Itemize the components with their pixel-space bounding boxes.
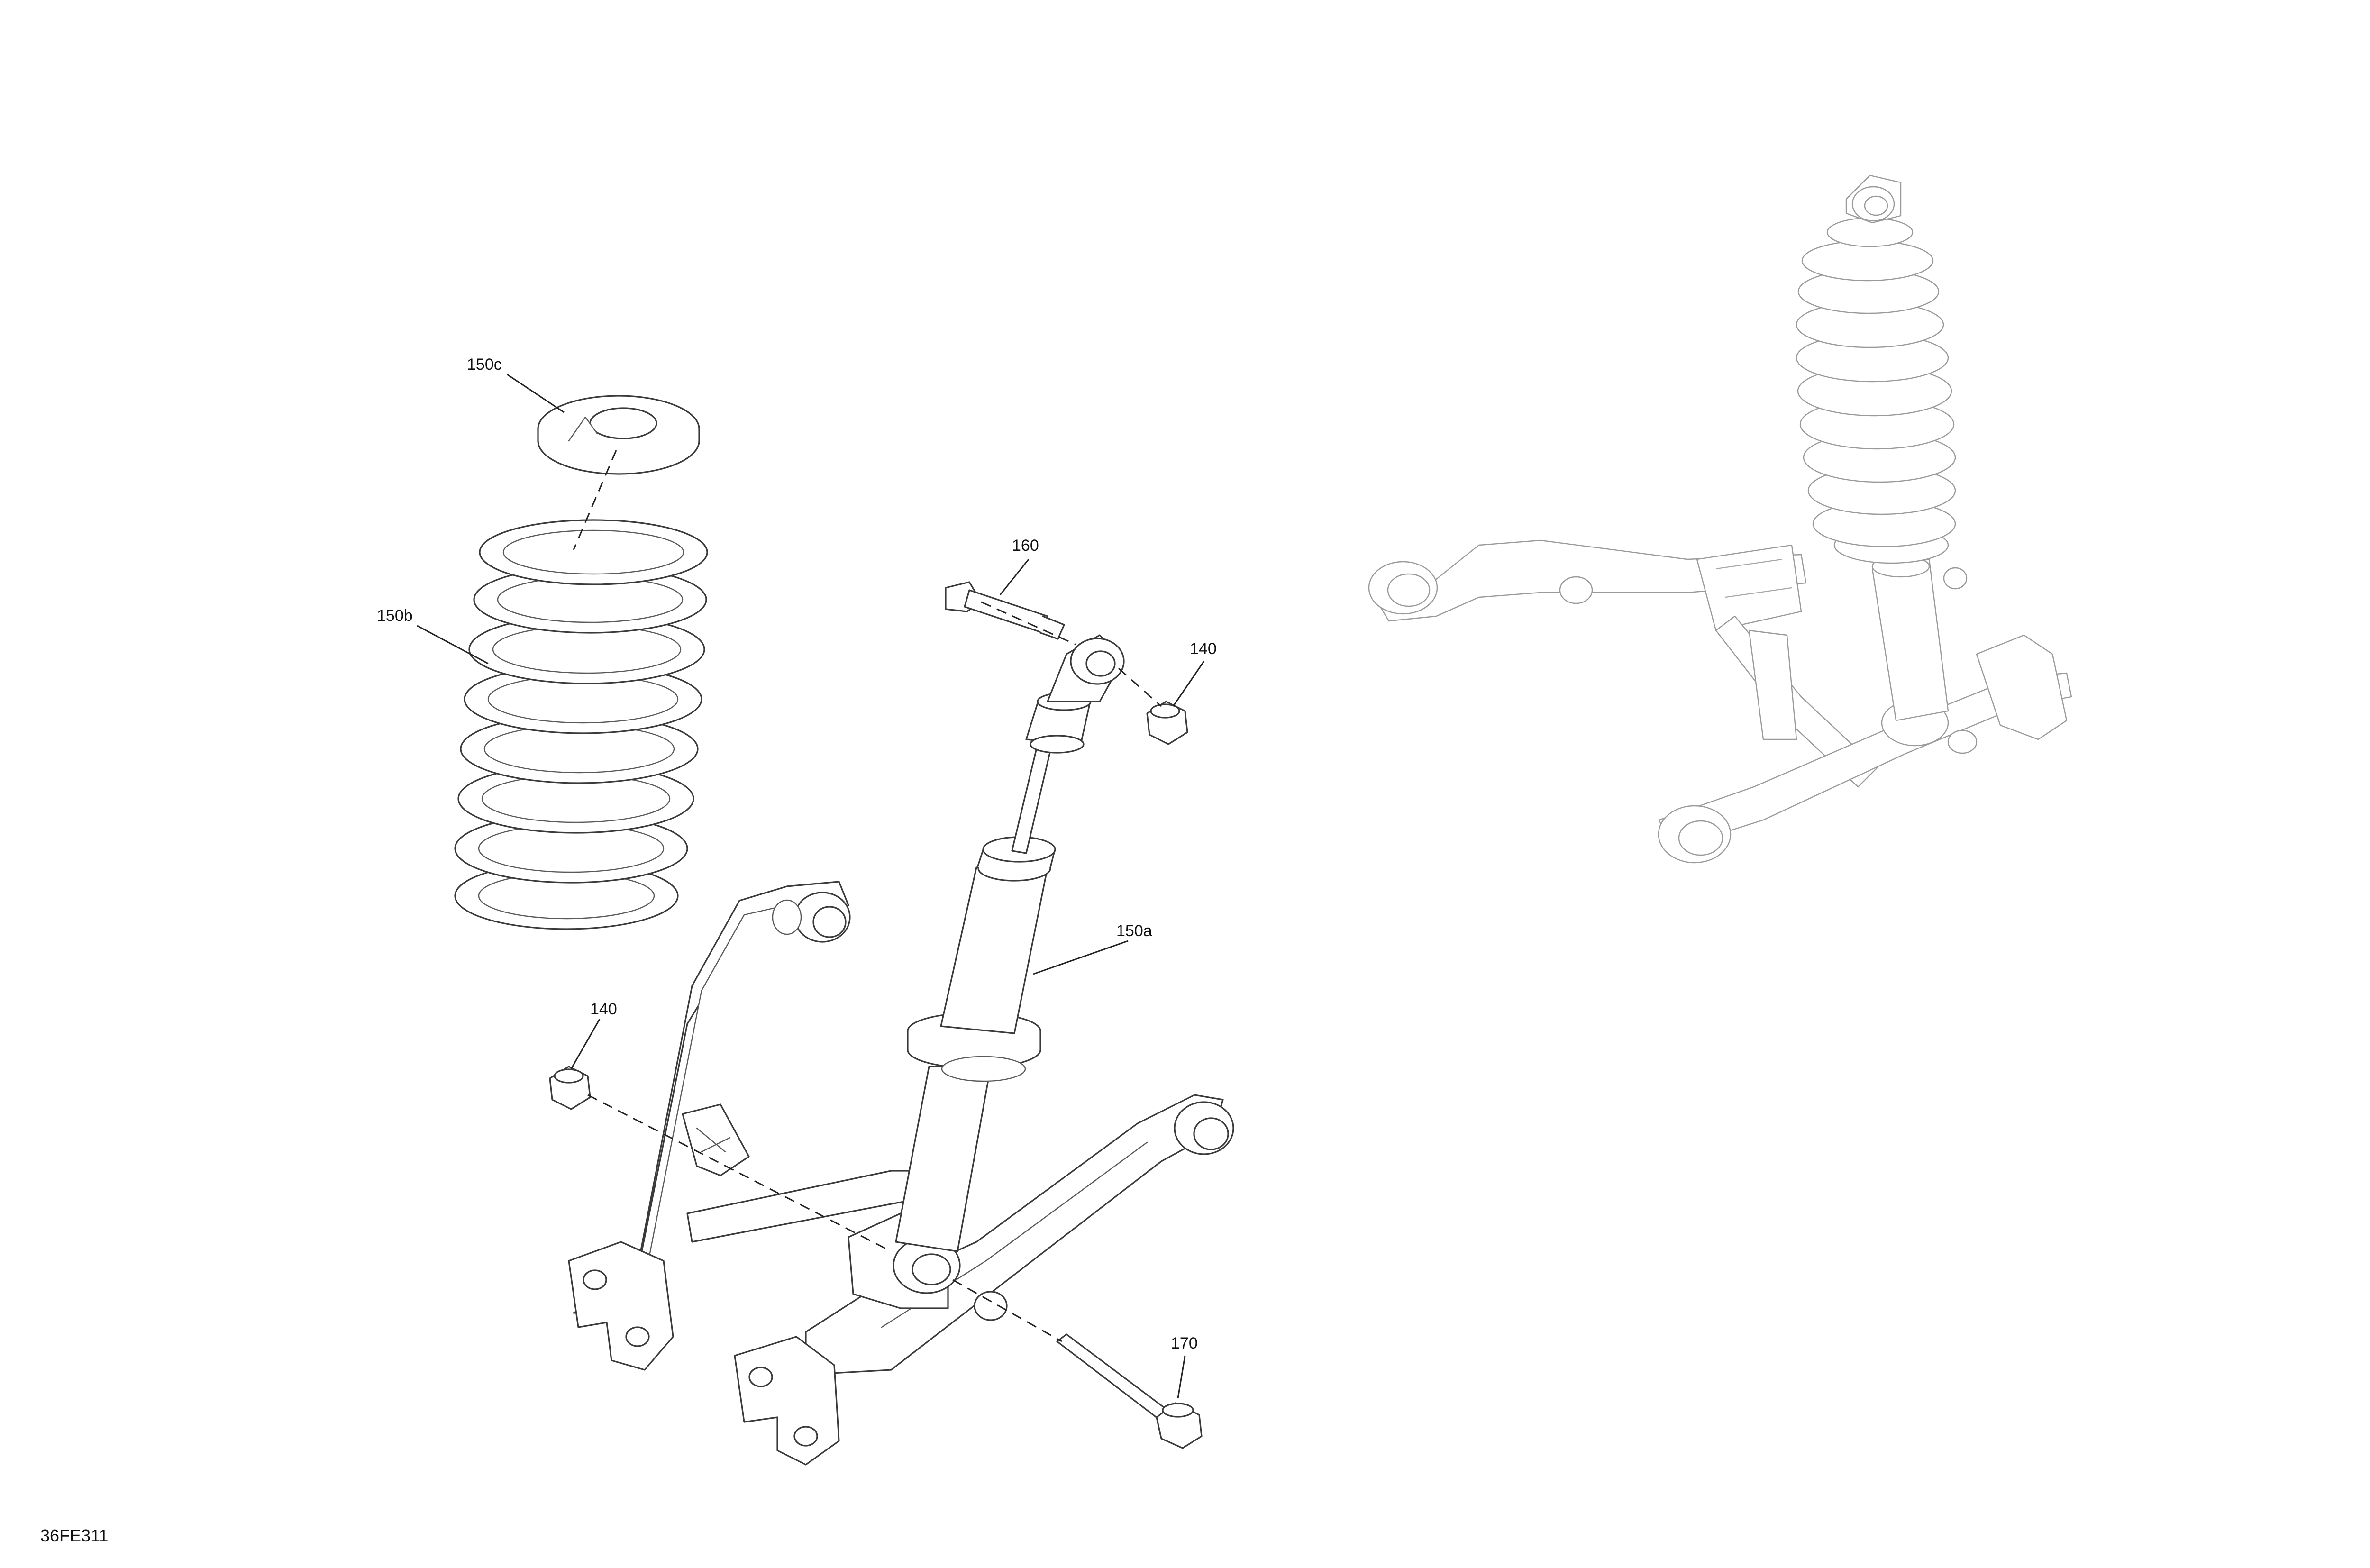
callout-160: 160 xyxy=(1012,537,1039,555)
assembly-lines xyxy=(573,450,1162,1342)
callout-150b: 150b xyxy=(377,607,413,625)
callout-140-right: 140 xyxy=(1190,640,1217,658)
spring-retainer-150c xyxy=(537,395,700,475)
callout-170: 170 xyxy=(1171,1334,1198,1352)
figure-id: 36FE311 xyxy=(40,1526,108,1545)
leader-lines xyxy=(417,374,1205,1399)
bolt-170 xyxy=(1056,1333,1203,1449)
nut-140-left xyxy=(549,1066,591,1110)
bolt-160 xyxy=(945,581,1065,640)
callout-150c: 150c xyxy=(467,356,502,374)
callout-labels: 150c 150b 160 140 150a 140 170 xyxy=(377,356,1217,1352)
coil-spring-150b xyxy=(454,519,708,930)
callout-150a: 150a xyxy=(1116,922,1152,940)
callout-140-left: 140 xyxy=(590,1000,617,1018)
lower-a-arm xyxy=(568,881,1234,1466)
shock-absorber-150a xyxy=(893,634,1125,1294)
assembled-view xyxy=(1368,174,2072,864)
nut-140-right xyxy=(1146,701,1188,745)
